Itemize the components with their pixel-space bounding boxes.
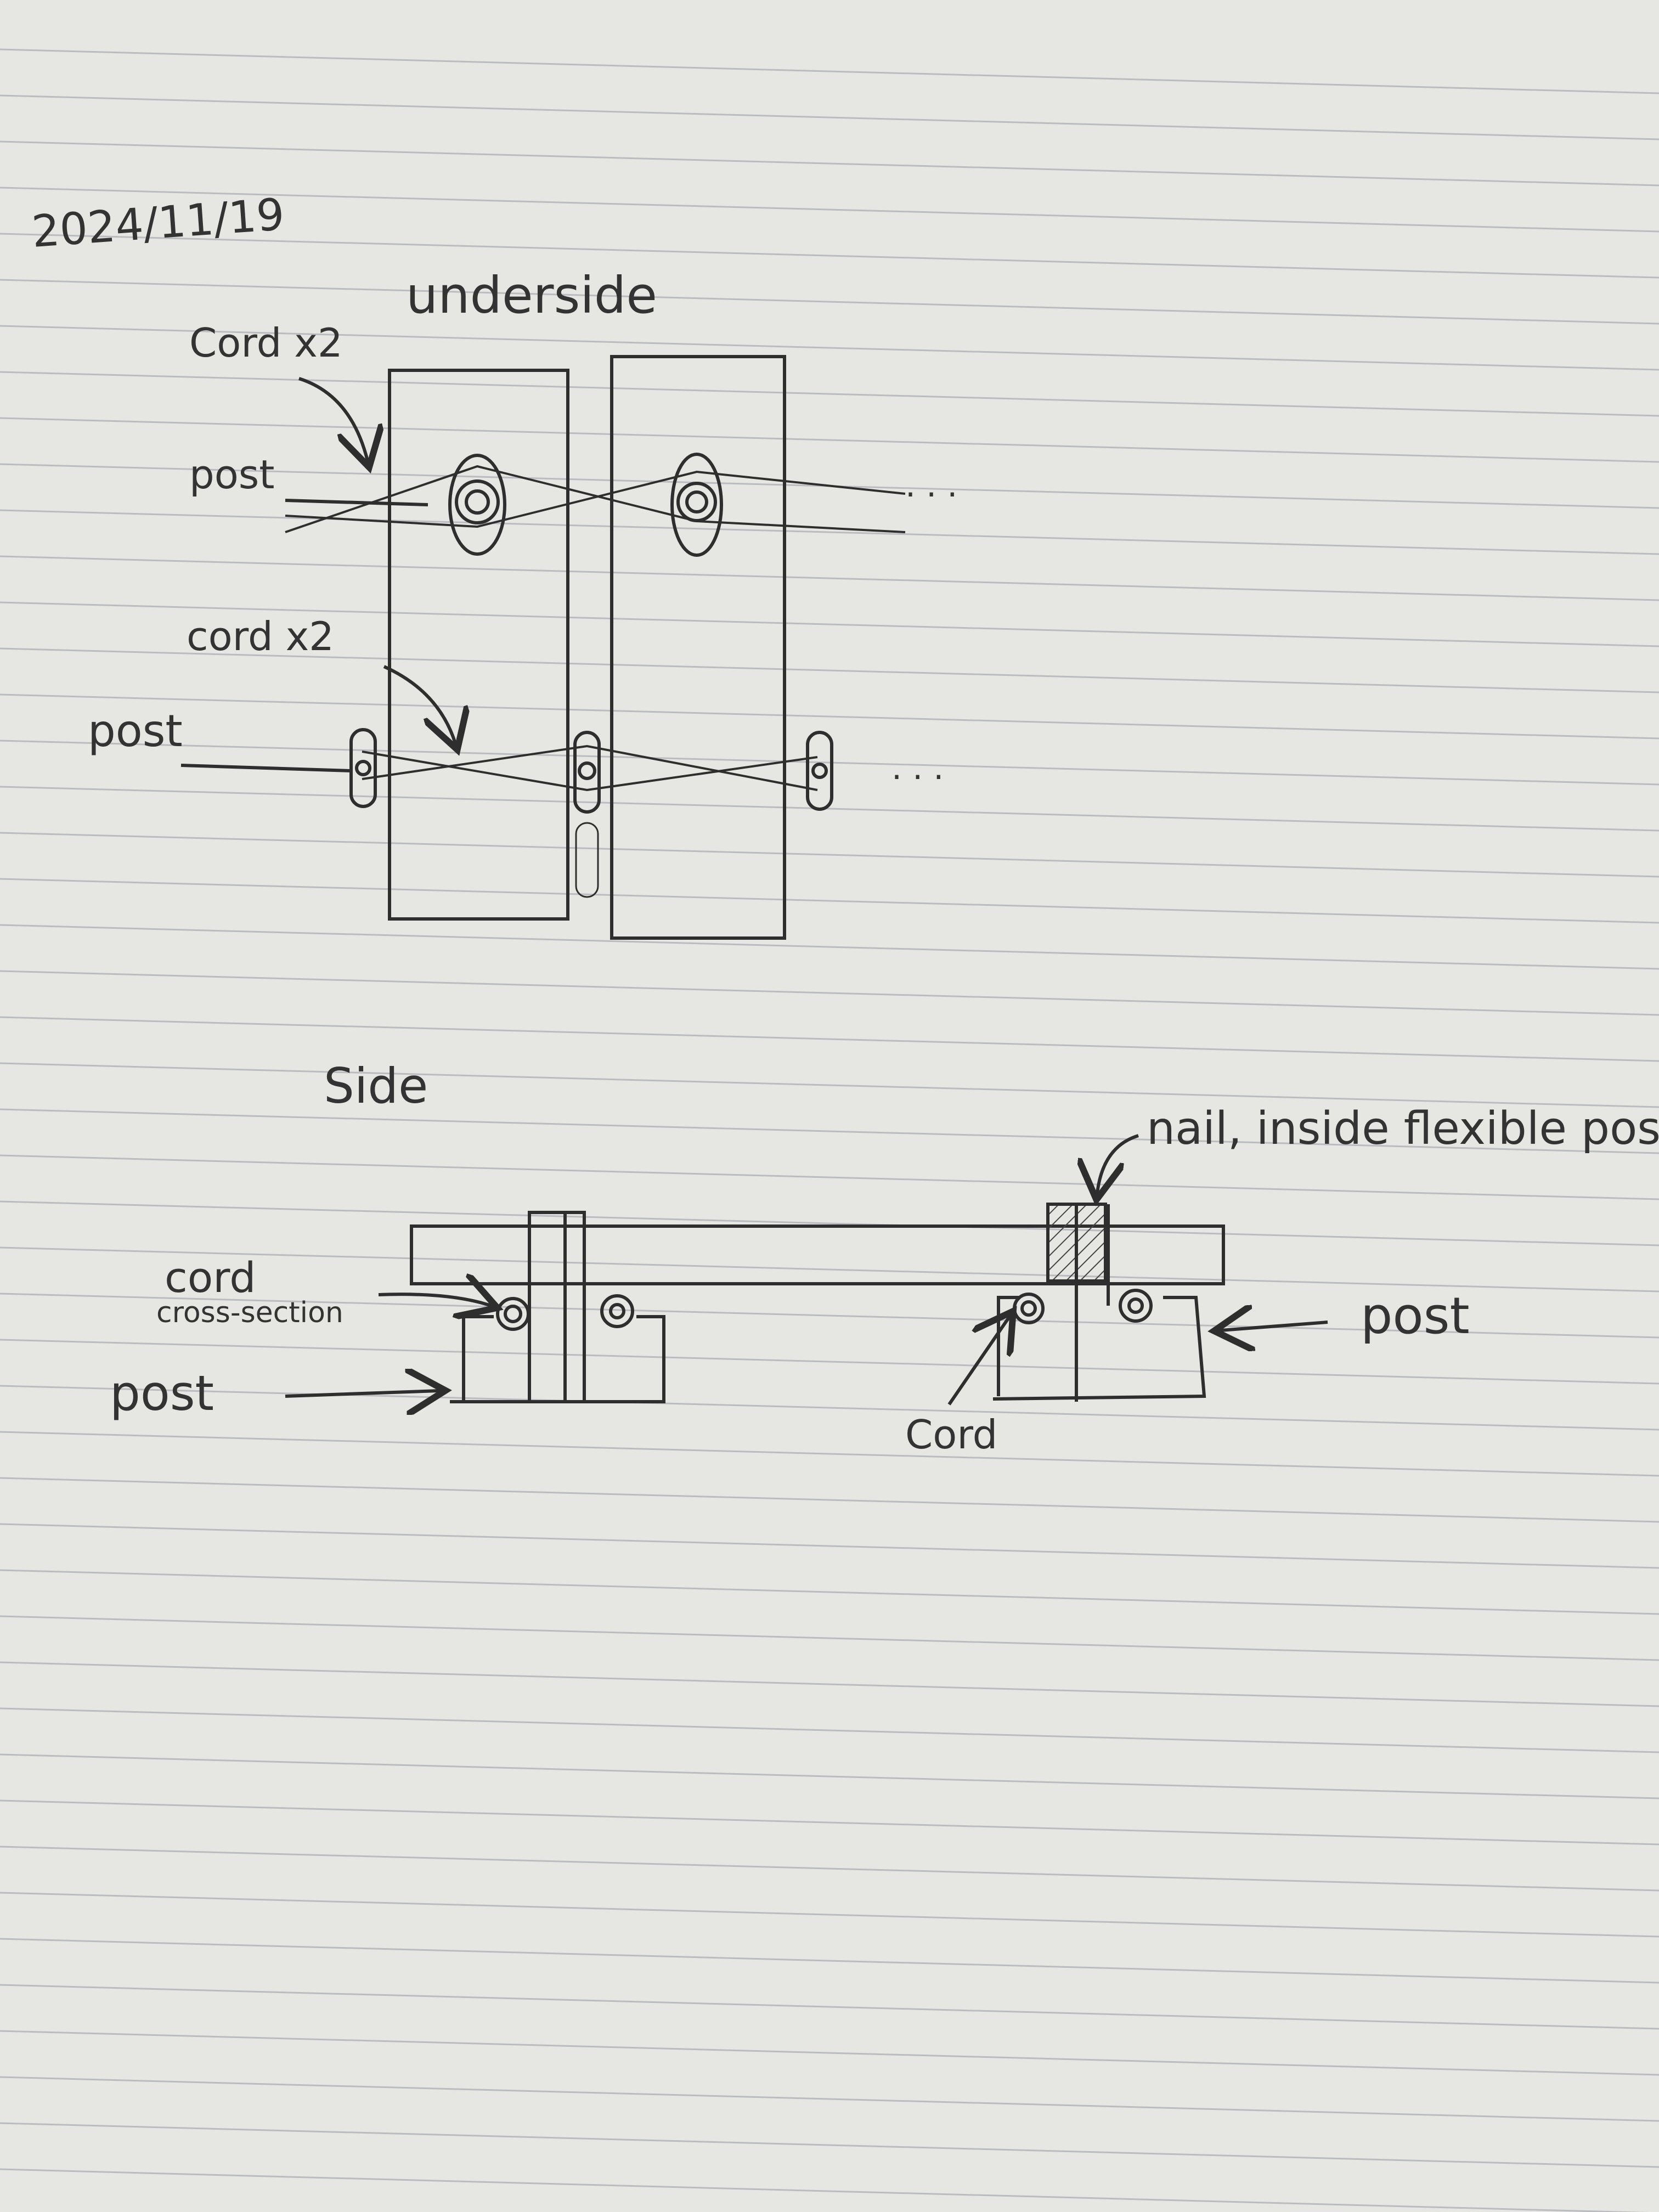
post-label-right: post: [1361, 1286, 1470, 1345]
ruled-line: [0, 1016, 1659, 1062]
cord-label-right: Cord: [905, 1412, 997, 1458]
ruled-line: [0, 1846, 1659, 1892]
post-bottom-1: [349, 728, 377, 808]
ruled-line: [0, 1431, 1659, 1477]
ruled-line: [0, 970, 1659, 1016]
post-pointer-line-bottom: [180, 764, 352, 772]
ruled-line: [0, 48, 1659, 94]
ruled-line: [0, 1293, 1659, 1339]
ruled-line: [0, 878, 1659, 924]
cord-label-left: cord: [165, 1253, 256, 1302]
cord-label-bottom: cord x2: [187, 613, 334, 659]
ruled-line: [0, 601, 1659, 647]
cord-crossing-top: [285, 465, 906, 533]
ruled-line: [0, 1661, 1659, 1707]
cord-label-top: Cord x2: [189, 320, 343, 366]
ellipsis-top: . . .: [905, 466, 957, 505]
side-view: Side cord cross-section post: [110, 1058, 1659, 1458]
post-pointer-arrow-left: [285, 1391, 439, 1396]
ruled-line: [0, 555, 1659, 601]
ruled-line: [0, 832, 1659, 878]
ruled-line: [0, 371, 1659, 417]
cross-section-pointer-arrow: [378, 1294, 491, 1306]
ruled-line: [0, 1984, 1659, 2030]
ruled-line: [0, 2168, 1649, 2212]
ruled-line: [0, 1753, 1659, 1799]
ruled-line: [0, 1799, 1659, 1846]
ruled-line: [0, 1385, 1659, 1431]
post-top-2: [670, 453, 723, 557]
post-pointer-arrow-right: [1221, 1322, 1328, 1330]
post-top-1: [448, 454, 506, 556]
ruled-line: [0, 1062, 1659, 1108]
ruled-line: [0, 140, 1659, 187]
post-bottom-3: [806, 731, 833, 811]
ruled-line: [0, 509, 1659, 555]
ruled-line: [0, 2076, 1659, 2122]
cross-section-label: cross-section: [156, 1296, 343, 1329]
ruled-line: [0, 740, 1659, 786]
ruled-line: [0, 417, 1659, 463]
cord-crossing-bottom: [362, 744, 818, 792]
right-post-assembly: [992, 1203, 1206, 1402]
post-bottom-2: [573, 731, 601, 898]
cord-pointer-arrow-right: [947, 1317, 1009, 1406]
ruled-line: [0, 1523, 1659, 1569]
post-pointer-line-top: [285, 499, 428, 506]
ruled-line: [0, 1339, 1659, 1385]
ruled-line: [0, 1707, 1659, 1753]
slat-right: [610, 355, 786, 940]
ruled-line: [0, 1938, 1659, 1984]
underside-title: underside: [406, 266, 657, 325]
ruled-line: [0, 2122, 1659, 2168]
side-title: Side: [324, 1058, 428, 1114]
ruled-line: [0, 1108, 1659, 1154]
post-label-left: post: [110, 1365, 214, 1421]
ruled-line: [0, 2030, 1659, 2076]
cord-pointer-arrow-bottom: [383, 665, 455, 743]
ruled-line: [0, 1892, 1659, 1938]
nail-label: nail, inside flexible post: [1147, 1103, 1659, 1155]
ruled-line: [0, 1200, 1659, 1246]
ellipsis-bottom: . . .: [891, 749, 944, 787]
underside-view: underside Cord x2 post . . . cord x2 pos…: [88, 266, 957, 940]
ruled-line: [0, 693, 1659, 740]
ruled-line: [0, 187, 1659, 233]
ruled-line: [0, 924, 1659, 970]
ruled-line: [0, 647, 1659, 693]
ruled-line: [0, 1615, 1659, 1661]
ruled-line: [0, 279, 1659, 325]
ruled-line: [0, 233, 1659, 279]
slat-left: [388, 369, 569, 921]
ruled-line: [0, 1246, 1659, 1293]
ruled-line: [0, 1477, 1659, 1523]
ruled-line: [0, 94, 1659, 140]
ruled-line: [0, 1154, 1659, 1200]
ruled-line: [0, 325, 1659, 371]
slat-board: [410, 1224, 1225, 1285]
post-label-top: post: [189, 452, 275, 498]
ruled-line: [0, 1569, 1659, 1615]
nail-pointer-arrow: [1097, 1134, 1139, 1193]
post-label-bottom: post: [88, 706, 183, 757]
ruled-line: [0, 786, 1659, 832]
cord-pointer-arrow-top: [298, 377, 368, 461]
